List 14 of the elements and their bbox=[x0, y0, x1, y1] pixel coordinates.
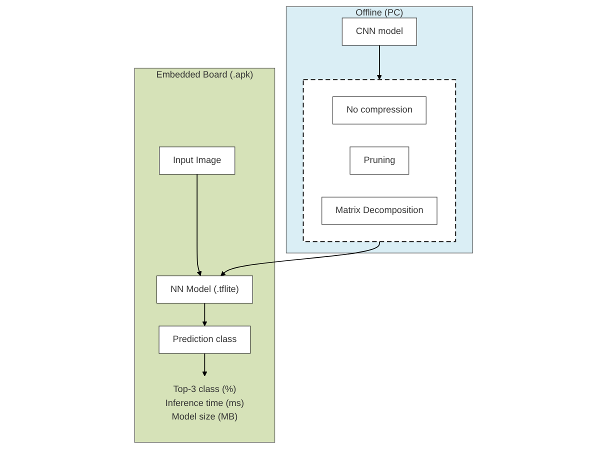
node-box: CNN model bbox=[342, 18, 418, 46]
arrow bbox=[220, 241, 380, 276]
node-box: Pruning bbox=[350, 146, 410, 175]
arrow bbox=[202, 353, 208, 376]
node-box: Matrix Decomposition bbox=[322, 196, 438, 225]
node-box: NN Model (.tflite) bbox=[156, 276, 254, 304]
node-box: Prediction class bbox=[159, 326, 251, 354]
arrow bbox=[202, 302, 208, 326]
node-box: No compression bbox=[332, 96, 427, 124]
cluster bbox=[303, 79, 456, 242]
node-text: Top-3 class (%) Inference time (ms) Model size (MB) bbox=[166, 384, 244, 422]
arrow bbox=[377, 44, 382, 80]
arrow bbox=[197, 174, 202, 276]
node-box: Input Image bbox=[159, 146, 236, 175]
